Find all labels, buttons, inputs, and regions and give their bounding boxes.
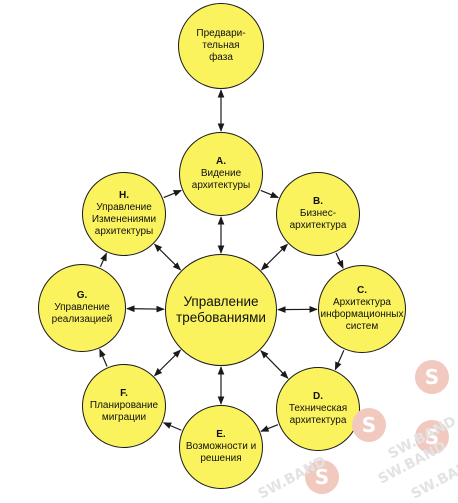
arrow-f-g <box>100 349 107 366</box>
phase-f-node: F. Планирование миграции <box>82 364 166 448</box>
arrow-center-h <box>155 244 181 270</box>
arrow-c-d <box>335 350 344 369</box>
phase-f-label: Планирование миграции <box>90 400 158 424</box>
requirements-management-node: Управление требованиями <box>165 254 277 366</box>
phase-g-node: G. Управление реализацией <box>38 264 126 352</box>
phase-g-label: Управление реализацией <box>52 302 113 326</box>
requirements-management-label: Управление требованиями <box>176 294 266 326</box>
arrow-b-c <box>336 253 343 268</box>
arrow-d-e <box>261 425 278 432</box>
preliminary-phase-node: Предвари- тельная фаза <box>178 3 264 89</box>
phase-h-node: H. Управление Изменениями архитектуры <box>82 172 166 256</box>
phase-c-node: C. Архитектура информационных систем <box>318 265 406 353</box>
phase-e-code: E. <box>216 429 225 441</box>
arrow-e-f <box>164 423 182 431</box>
phase-b-node: B. Бизнес- архитектура <box>276 172 360 256</box>
arrow-center-g <box>127 309 164 310</box>
preliminary-phase-label: Предвари- тельная фаза <box>196 28 245 64</box>
phase-h-code: H. <box>119 190 129 202</box>
phase-a-label: Видение архитектуры <box>192 168 250 192</box>
phase-b-code: B. <box>313 196 323 208</box>
phase-b-label: Бизнес- архитектура <box>290 208 347 232</box>
arrow-center-f <box>155 350 181 376</box>
phase-a-node: A. Видение архитектуры <box>179 132 263 216</box>
phase-e-node: E. Возможности и решения <box>179 405 263 489</box>
phase-f-code: F. <box>120 388 128 400</box>
phase-c-code: C. <box>357 285 367 297</box>
watermark-logo-icon: S <box>352 408 386 442</box>
phase-d-code: D. <box>313 391 323 403</box>
phase-e-label: Возможности и решения <box>186 441 256 465</box>
phase-d-label: Техническая архитектура <box>289 403 347 427</box>
phase-h-label: Управление Изменениями архитектуры <box>92 202 156 238</box>
arrow-a-b <box>261 190 278 197</box>
arrow-center-b <box>262 244 288 270</box>
arrow-center-d <box>261 351 288 379</box>
phase-d-node: D. Техническая архитектура <box>276 367 360 451</box>
phase-g-code: G. <box>77 290 88 302</box>
phase-a-code: A. <box>216 156 226 168</box>
arrow-h-a <box>164 190 181 197</box>
watermark-logo-letter: S <box>362 413 376 437</box>
phase-c-label: Архитектура информационных систем <box>320 297 403 333</box>
watermark-logo-icon: S <box>415 360 449 394</box>
arrow-g-h <box>100 253 106 267</box>
watermark-logo-letter: S <box>425 365 439 389</box>
